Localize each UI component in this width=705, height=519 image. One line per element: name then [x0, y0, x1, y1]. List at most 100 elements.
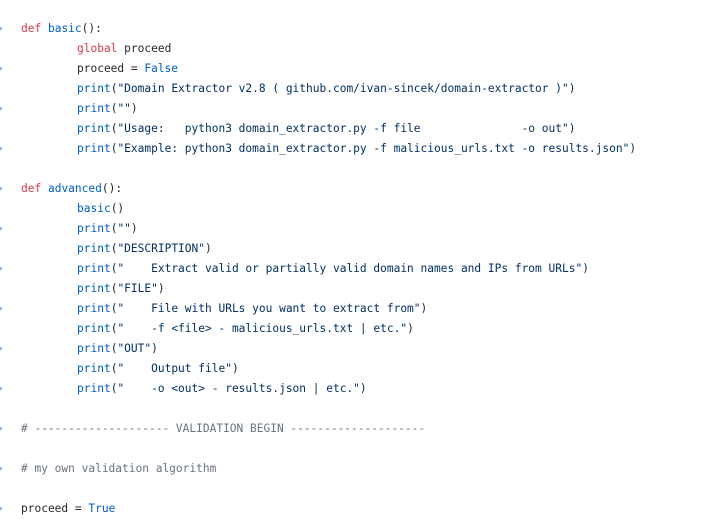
code-token-bi: print — [77, 142, 111, 155]
code-token-plain: (): — [101, 182, 123, 195]
code-token-plain: ( — [110, 362, 118, 375]
code-token-str: " Extract valid or partially valid domai… — [117, 262, 583, 275]
code-token-plain: proceed = — [21, 502, 89, 515]
code-token-plain: ) — [420, 302, 428, 315]
code-token-plain: (): — [81, 22, 102, 35]
code-token-str: "Example: python3 domain_extractor.py -f… — [117, 142, 630, 155]
gutter-marker — [0, 387, 2, 390]
code-token-plain: proceed = — [77, 62, 145, 75]
gutter-marker — [0, 467, 2, 470]
code-token-plain: ( — [110, 342, 118, 355]
code-token-plain: ( — [110, 122, 118, 135]
code-line: global proceed — [21, 39, 705, 59]
gutter-marker — [0, 507, 2, 510]
code-token-plain: ( — [110, 82, 118, 95]
code-token-bi: print — [77, 242, 111, 255]
code-line: print("OUT") — [21, 339, 705, 359]
code-token-plain: () — [110, 202, 125, 215]
code-line — [21, 439, 705, 459]
code-line: # -------------------- VALIDATION BEGIN … — [21, 419, 705, 439]
code-token-plain: ( — [110, 242, 118, 255]
code-token-str: "" — [117, 102, 131, 115]
gutter-marker — [0, 147, 2, 150]
code-token-plain: ( — [110, 262, 118, 275]
code-token-plain: ) — [582, 262, 589, 275]
code-token-plain: proceed — [117, 42, 172, 55]
gutter-marker — [0, 307, 2, 310]
code-token-plain: ) — [130, 102, 138, 115]
code-token-str: "" — [117, 222, 131, 235]
code-token-str: "DESCRIPTION" — [117, 242, 205, 255]
code-token-plain: ) — [629, 142, 637, 155]
code-line: print("DESCRIPTION") — [21, 239, 705, 259]
code-token-plain: ) — [151, 342, 158, 355]
code-token-bi: print — [77, 382, 111, 395]
code-token-fn: basic — [47, 22, 82, 35]
code-token-plain — [41, 182, 48, 195]
code-token-kw: def — [21, 182, 42, 195]
code-token-plain: ) — [568, 122, 576, 135]
code-token-str: "OUT" — [117, 342, 152, 355]
code-line — [21, 399, 705, 419]
code-token-plain: ) — [359, 382, 367, 395]
code-token-plain — [41, 22, 48, 35]
code-token-kw: def — [21, 22, 42, 35]
code-token-plain: ) — [205, 242, 212, 255]
code-token-str: " Output file" — [117, 362, 232, 375]
code-line: # my own validation algorithm — [21, 459, 705, 479]
code-token-bi: print — [77, 82, 111, 95]
code-token-bi: print — [77, 222, 111, 235]
code-line: proceed = True — [21, 499, 705, 519]
code-token-plain: ) — [130, 222, 138, 235]
code-token-plain: ( — [110, 382, 118, 395]
code-token-str: "Domain Extractor v2.8 ( github.com/ivan… — [117, 82, 569, 95]
code-token-bi: print — [77, 102, 111, 115]
code-token-plain: ( — [110, 302, 118, 315]
code-token-str: "FILE" — [117, 282, 158, 295]
code-line — [21, 159, 705, 179]
code-line — [21, 479, 705, 499]
code-line: print("Domain Extractor v2.8 ( github.co… — [21, 79, 705, 99]
code-line: print("FILE") — [21, 279, 705, 299]
gutter-marker — [0, 187, 2, 190]
code-token-str: "Usage: python3 domain_extractor.py -f f… — [117, 122, 569, 135]
code-token-cm: # my own validation algorithm — [21, 462, 217, 475]
code-line: print("") — [21, 99, 705, 119]
code-token-bi: print — [77, 362, 111, 375]
code-token-cm: # -------------------- VALIDATION BEGIN … — [21, 422, 426, 435]
code-token-bi: False — [144, 62, 179, 75]
code-token-fn: advanced — [47, 182, 102, 195]
gutter-marker — [0, 107, 2, 110]
code-line: print(" -f <file> - malicious_urls.txt |… — [21, 319, 705, 339]
code-line: proceed = False — [21, 59, 705, 79]
code-line: print(" -o <out> - results.json | etc.") — [21, 379, 705, 399]
gutter-marker — [0, 227, 2, 230]
code-line: print("Usage: python3 domain_extractor.p… — [21, 119, 705, 139]
code-token-plain: ( — [110, 322, 118, 335]
gutter-marker — [0, 427, 2, 430]
code-line: print("Example: python3 domain_extractor… — [21, 139, 705, 159]
gutter-marker — [0, 347, 2, 350]
code-line: print(" Extract valid or partially valid… — [21, 259, 705, 279]
code-line: def advanced(): — [21, 179, 705, 199]
code-token-plain: ( — [110, 142, 118, 155]
code-token-plain: ( — [110, 102, 118, 115]
gutter-marker — [0, 267, 2, 270]
code-token-bi: print — [77, 342, 111, 355]
code-token-str: " File with URLs you want to extract fro… — [117, 302, 421, 315]
gutter-marker — [0, 27, 2, 30]
code-token-bi: print — [77, 322, 111, 335]
code-token-kw: global — [77, 42, 118, 55]
code-token-bi: True — [88, 502, 116, 515]
code-token-str: " -f <file> - malicious_urls.txt | etc." — [117, 322, 408, 335]
code-line: def basic(): — [21, 19, 705, 39]
code-token-plain: ) — [231, 362, 239, 375]
code-token-plain: ) — [568, 82, 576, 95]
code-line: basic() — [21, 199, 705, 219]
code-token-plain: ) — [407, 322, 414, 335]
code-token-plain: ) — [157, 282, 165, 295]
code-token-fn: basic — [77, 202, 111, 215]
code-line: print(" File with URLs you want to extra… — [21, 299, 705, 319]
code-token-plain: ( — [110, 282, 118, 295]
